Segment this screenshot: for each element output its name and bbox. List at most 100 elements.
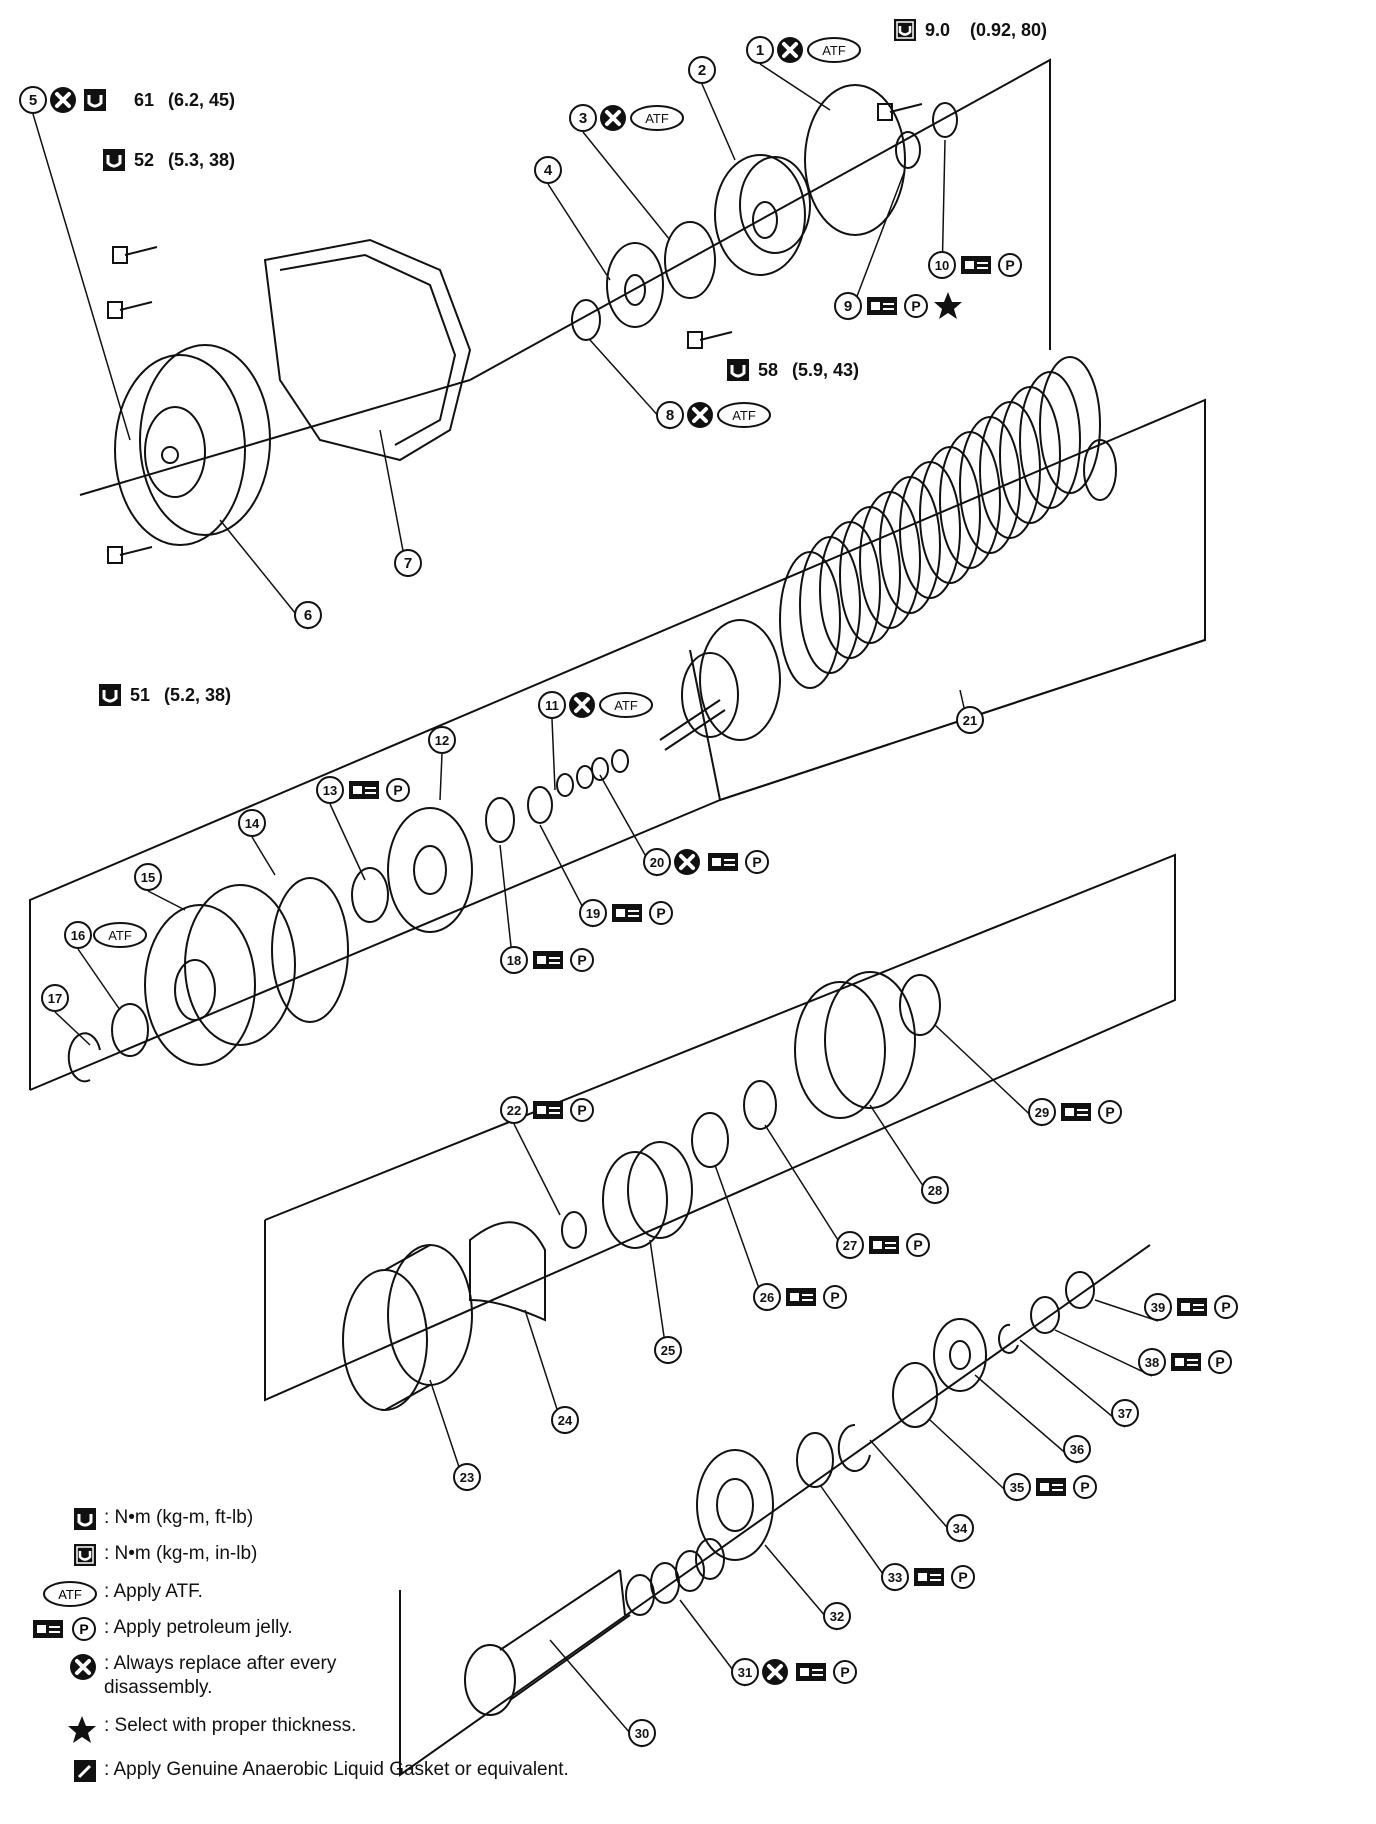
torque-spec-1: 9.0(0.92, 80) [892,17,1047,43]
leader-line [1019,1339,1126,1428]
torque-detail: (5.3, 38) [168,150,235,170]
torque-value: 51 [130,685,150,705]
torque-in-lb-icon [892,17,918,43]
leader-line [547,183,611,281]
replace-icon [775,35,805,65]
callout-circle [500,946,528,974]
replace-icon [0,1652,102,1682]
legend-item: : N•m (kg-m, in-lb) [0,1542,257,1578]
callout-circle [654,1336,682,1364]
snap-ring-34 [837,1423,871,1472]
part-number: 21 [963,713,977,728]
callout-circle [316,776,344,804]
callout-circle [569,104,597,132]
torque-detail: (5.2, 38) [164,685,231,705]
petroleum-jelly-icon [960,255,992,275]
part-number: 33 [888,1570,902,1585]
part-number: 28 [928,1183,942,1198]
callout-circle [921,1176,949,1204]
callout-circle [1138,1348,1166,1376]
torque-value: 61 [134,90,154,110]
torque-spec-52: 52(5.3, 38) [101,147,235,173]
petroleum-jelly-icon [348,780,380,800]
part-callout-4: 4 [534,156,562,184]
replace-icon [598,103,628,133]
part-callout-14: 14 [238,809,266,837]
sprocket-12 [387,807,473,933]
legend-text: : N•m (kg-m, in-lb) [104,1543,258,1564]
callout-circle [836,1231,864,1259]
gear-36 [933,1318,987,1392]
legend-item: : Select with proper thickness. [0,1714,356,1750]
callout-circle [1063,1435,1091,1463]
part-callout-30: 30 [628,1719,656,1747]
callout-circle [643,848,671,876]
part-number: 39 [1151,1300,1165,1315]
part-number: 3 [579,110,587,127]
converter-housing [263,238,472,462]
p-label: P [752,854,761,870]
gasket-icon [0,1758,102,1784]
bolts [107,103,923,564]
part-callout-15: 15 [134,863,162,891]
washer-9 [895,131,921,169]
part-number: 30 [635,1726,649,1741]
clutch-pack-21 [779,356,1117,689]
leader-line [1054,1329,1153,1377]
legend-text: : Apply ATF. [104,1581,203,1602]
group-outline [469,58,1051,381]
torque-ft-lb-icon [0,1506,102,1532]
part-number: 35 [1010,1480,1024,1495]
part-number: 13 [323,783,337,798]
oil-pump-cover [606,242,664,328]
torque-converter [114,344,271,546]
callout-circle [746,36,774,64]
p-label: P [577,952,586,968]
callout-circle [453,1463,481,1491]
callout-circle [823,1602,851,1630]
callout-circle [1144,1293,1172,1321]
petroleum-jelly-icon [785,1287,817,1307]
part-number: 8 [666,407,674,424]
callout-circle [134,863,162,891]
part-callout-21: 21 [956,706,984,734]
leader-line [847,169,906,321]
callout-circle [946,1514,974,1542]
p-label: P [1080,1479,1089,1495]
torque-in-lb-icon [0,1542,102,1568]
legend-text: : Always replace after every disassembly… [104,1653,337,1698]
callout-circle [688,56,716,84]
atf-label: ATF [732,408,756,423]
p-label: P [830,1289,839,1305]
part-number: 31 [738,1665,752,1680]
legend-text: : Select with proper thickness. [104,1715,357,1736]
part-callout-2: 2 [688,56,716,84]
callout-circle [238,809,266,837]
torque-ft-lb-icon [82,87,108,113]
callout-circle [579,899,607,927]
part-number: 5 [29,92,37,109]
legend-item: : N•m (kg-m, ft-lb) [0,1506,253,1542]
replace-icon [685,400,715,430]
washer-10 [932,102,958,138]
seal-8 [571,299,601,341]
part-number: 1 [756,42,764,59]
part-number: 26 [760,1290,774,1305]
o-ring-large [804,84,906,236]
atf-label: ATF [108,928,132,943]
part-number: 4 [544,162,553,179]
part-number: 10 [935,258,949,273]
atf-label: ATF [645,111,669,126]
leader-line [54,1011,91,1046]
legend-item: : Always replace after every disassembly… [0,1652,374,1698]
part-callout-7: 7 [394,549,422,577]
part-callout-36: 36 [1063,1435,1091,1463]
callout-circle [64,921,92,949]
p-label: P [913,1237,922,1253]
